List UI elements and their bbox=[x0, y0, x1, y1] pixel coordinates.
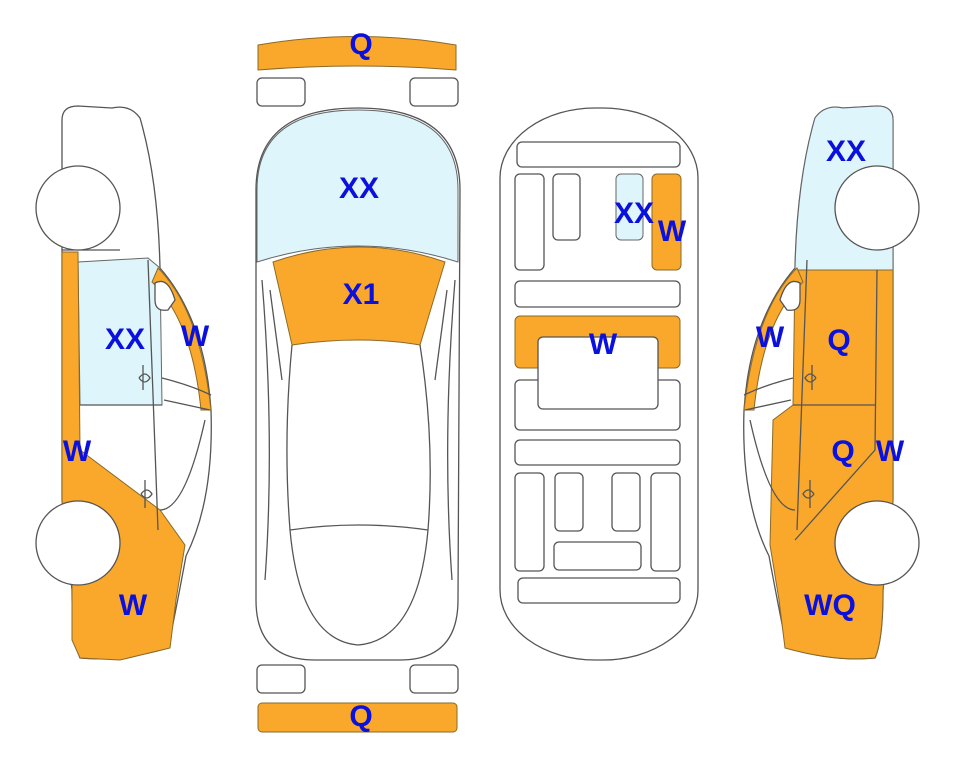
interior-panel bbox=[514, 173, 545, 271]
interior-panel bbox=[553, 541, 642, 571]
right-door-lines bbox=[743, 259, 878, 541]
interior-panel bbox=[514, 280, 681, 308]
right-front-wheel bbox=[834, 165, 920, 251]
front-right-light bbox=[409, 77, 459, 107]
right-door-handles bbox=[802, 365, 817, 508]
front-left-light bbox=[256, 77, 306, 107]
left-side-view: XX W W W bbox=[35, 105, 212, 661]
damage-label: WQ bbox=[804, 589, 856, 622]
damage-label: Q bbox=[831, 435, 854, 468]
interior-panel bbox=[516, 141, 681, 168]
left-front-wheel bbox=[35, 165, 121, 251]
top-cabin-lines bbox=[261, 279, 456, 646]
damage-label: XX bbox=[614, 197, 654, 230]
damage-label: W bbox=[589, 328, 618, 361]
damage-label: XX bbox=[339, 172, 379, 205]
interior-panel bbox=[554, 472, 584, 532]
right-side-view: XX Q W Q W WQ bbox=[743, 105, 920, 660]
damage-label: W bbox=[119, 589, 148, 622]
front-bumper bbox=[257, 36, 457, 71]
left-door-handles bbox=[138, 365, 153, 508]
damage-label: W bbox=[63, 435, 92, 468]
right-rear-wheel bbox=[834, 500, 920, 586]
interior-panel bbox=[552, 173, 581, 241]
interior-roof-panel bbox=[537, 336, 659, 410]
damage-label: W bbox=[658, 215, 687, 248]
rear-left-light bbox=[256, 664, 306, 694]
rear-right-light bbox=[409, 664, 459, 694]
interior-glass-panel bbox=[615, 173, 644, 241]
damage-label: X1 bbox=[343, 278, 380, 311]
interior-panel bbox=[517, 577, 681, 604]
left-rear-wheel bbox=[35, 500, 121, 586]
left-mirror bbox=[154, 280, 176, 311]
interior-panel bbox=[514, 472, 545, 572]
damage-label: Q bbox=[827, 324, 850, 357]
damage-label: W bbox=[181, 320, 210, 353]
damage-label: W bbox=[756, 321, 785, 354]
hood-panel bbox=[272, 246, 446, 346]
damage-label: XX bbox=[826, 135, 866, 168]
damage-label: Q bbox=[349, 28, 372, 61]
top-view: Q XX X1 Q bbox=[255, 28, 461, 733]
damage-label: XX bbox=[105, 323, 145, 356]
interior-panel bbox=[514, 439, 681, 466]
interior-view: XX W W bbox=[499, 107, 699, 661]
damage-label: Q bbox=[349, 700, 372, 733]
interior-panel bbox=[650, 472, 681, 572]
rear-bumper bbox=[257, 702, 458, 733]
damage-label: W bbox=[876, 435, 905, 468]
windshield-glass bbox=[256, 109, 459, 263]
interior-damaged-panel bbox=[651, 173, 682, 271]
interior-panel bbox=[611, 472, 641, 532]
right-mirror bbox=[779, 280, 801, 311]
left-door-lines bbox=[61, 249, 212, 531]
